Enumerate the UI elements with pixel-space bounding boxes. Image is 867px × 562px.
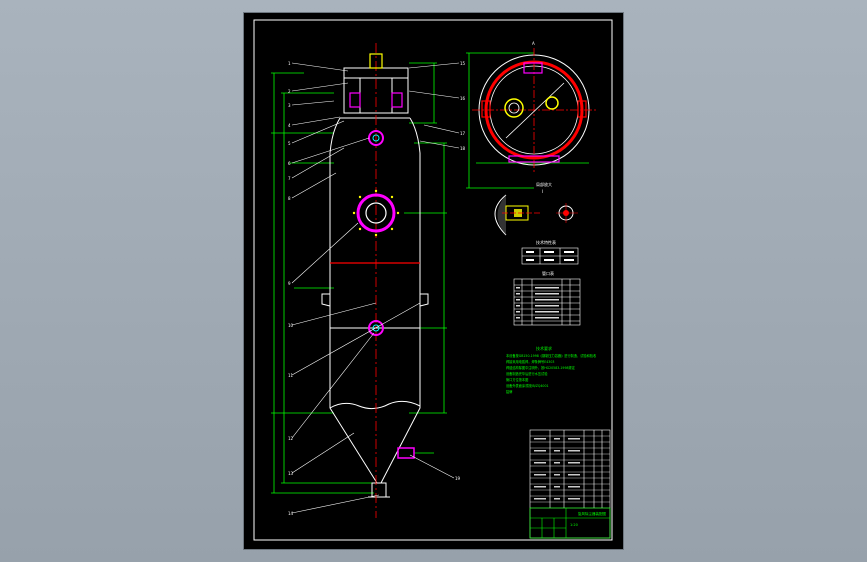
svg-text:10: 10	[288, 323, 294, 328]
note-line-2: 焊接采用电弧焊，焊条牌号E4303	[506, 359, 554, 364]
note-line-7: 铭牌	[506, 389, 513, 394]
title-block-drawing-name: 旋风除尘器装配图	[578, 511, 606, 516]
vessel-nozzles	[349, 53, 415, 459]
svg-text:9: 9	[288, 281, 291, 286]
leader-lines	[291, 62, 460, 514]
svg-text:13: 13	[288, 471, 294, 476]
top-view-label: A	[532, 41, 535, 46]
note-line-5: 管口方位按本图	[506, 377, 528, 382]
title-block-scale: 1:20	[570, 523, 578, 527]
svg-text:19: 19	[455, 476, 461, 481]
flange-bolts	[352, 189, 400, 237]
svg-text:6: 6	[288, 161, 291, 166]
svg-text:12: 12	[288, 436, 294, 441]
note-line-4: 设备制造完毕后进行水压试验	[506, 371, 548, 376]
detail-caption: 局部放大	[536, 181, 552, 187]
svg-text:1: 1	[288, 61, 291, 66]
svg-text:15: 15	[460, 61, 466, 66]
note-line-6: 设备外表面涂漆按JB/ZQ4001	[506, 383, 549, 388]
svg-text:5: 5	[288, 141, 291, 146]
svg-text:16: 16	[460, 96, 466, 101]
svg-text:18: 18	[460, 146, 466, 151]
svg-text:17: 17	[460, 131, 466, 136]
svg-text:14: 14	[288, 511, 294, 516]
technical-table: 技术特性表	[521, 239, 579, 265]
note-line-3: 焊缝结构除图中注明外，按HG20583-1998规定	[506, 365, 576, 370]
note-line-1: 本设备按GB150-1998《钢制压力容器》进行制造、试验和验收	[506, 353, 597, 358]
table1-heading: 技术特性表	[536, 239, 556, 245]
detail-view: 局部放大 I	[494, 181, 578, 236]
svg-text:11: 11	[288, 373, 294, 378]
title-block: 旋风除尘器装配图 1:20	[529, 507, 611, 539]
table2-heading: 管口表	[542, 270, 554, 276]
parts-list	[529, 429, 611, 539]
svg-text:2: 2	[288, 89, 291, 94]
vessel-body	[321, 67, 429, 498]
drawing-frame	[253, 19, 613, 541]
notes-heading: 技术要求	[536, 345, 552, 351]
svg-text:7: 7	[288, 176, 291, 181]
technical-notes: 技术要求 本设备按GB150-1998《钢制压力容器》进行制造、试验和验收 焊接…	[506, 345, 597, 394]
dimension-lines	[271, 62, 447, 494]
detail-view-label: I	[542, 189, 543, 194]
svg-text:8: 8	[288, 196, 291, 201]
nozzle-table: 管口表	[513, 270, 581, 326]
svg-text:3: 3	[288, 103, 291, 108]
top-view: A	[466, 41, 596, 189]
svg-text:4: 4	[288, 123, 291, 128]
